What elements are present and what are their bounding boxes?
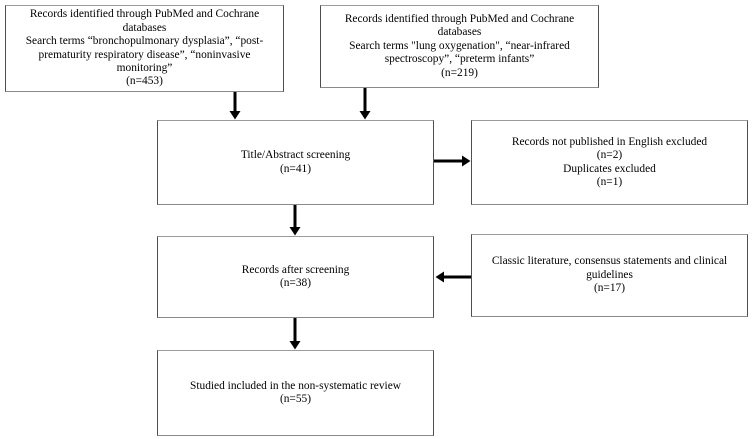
arrow-source-left-to-screening-icon [229, 92, 241, 120]
box-classic-literature-text: Classic literature, consensus statements… [491, 255, 728, 295]
box-included-review: Studied included in the non-systematic r… [157, 350, 434, 436]
arrow-classic-to-after-screening-icon [435, 271, 471, 283]
box-records-after-screening: Records after screening (n=38) [157, 236, 434, 318]
arrow-after-screening-to-included-icon [289, 318, 301, 350]
box-title-abstract-screening-text: Title/Abstract screening (n=41) [240, 149, 351, 175]
box-classic-literature: Classic literature, consensus statements… [471, 234, 748, 317]
box-records-identified-right: Records identified through PubMed and Co… [320, 5, 599, 88]
box-excluded-records-text: Records not published in English exclude… [511, 135, 708, 188]
arrow-source-right-to-screening-icon [359, 88, 371, 120]
box-title-abstract-screening: Title/Abstract screening (n=41) [157, 120, 434, 205]
arrow-screening-to-after-screening-icon [289, 205, 301, 236]
box-records-identified-right-text: Records identified through PubMed and Co… [344, 12, 575, 79]
arrow-screening-to-excluded-icon [434, 155, 471, 167]
box-records-after-screening-text: Records after screening (n=38) [241, 263, 350, 289]
box-records-identified-left-text: Records identified through PubMed and Co… [25, 8, 264, 88]
box-records-identified-left: Records identified through PubMed and Co… [5, 5, 284, 92]
box-excluded-records: Records not published in English exclude… [471, 120, 748, 205]
box-included-review-text: Studied included in the non-systematic r… [190, 379, 401, 405]
